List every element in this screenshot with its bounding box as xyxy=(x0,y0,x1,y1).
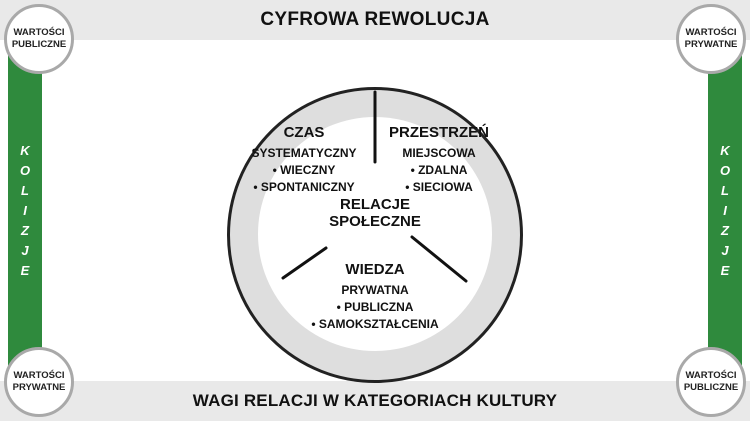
side-letter: Z xyxy=(721,222,729,238)
corner-top-right-line1: WARTOŚCI xyxy=(685,27,737,38)
side-letter: Z xyxy=(21,222,29,238)
corner-bottom-right-line2: PUBLICZNE xyxy=(683,382,739,393)
footer-title: WAGI RELACJI W KATEGORIACH KULTURY xyxy=(0,381,750,421)
corner-bottom-right-line1: WARTOŚCI xyxy=(685,370,737,381)
side-letter: K xyxy=(20,142,30,158)
corner-top-left-line1: WARTOŚCI xyxy=(13,27,65,38)
side-letter: K xyxy=(720,142,730,158)
corner-top-left-line2: PUBLICZNE xyxy=(11,39,67,50)
segment-przestrzen-item: • ZDALNA xyxy=(410,163,468,177)
segment-wiedza: WIEDZA PRYWATNA • PUBLICZNA • SAMOKSZTAŁ… xyxy=(300,261,450,333)
side-letter: O xyxy=(719,162,731,178)
segment-czas-item: • WIECZNY xyxy=(272,163,336,177)
segment-czas-item: • SPONTANICZNY xyxy=(253,180,355,194)
divider-right xyxy=(410,235,468,283)
segment-przestrzen-title: PRZESTRZEŃ xyxy=(388,124,489,141)
center-line1: RELACJE xyxy=(339,196,410,213)
side-letter: I xyxy=(23,202,27,218)
side-letter: J xyxy=(721,242,729,258)
side-letter: E xyxy=(20,262,30,278)
segment-przestrzen-item: MIEJSCOWA xyxy=(402,146,476,160)
segment-czas: CZAS SYSTEMATYCZNY • WIECZNY • SPONTANIC… xyxy=(240,124,368,196)
corner-bottom-left-line2: PRYWATNE xyxy=(12,382,66,393)
side-letter: L xyxy=(721,182,729,198)
side-letter: O xyxy=(19,162,31,178)
center-label: RELACJE SPOŁECZNE xyxy=(310,196,440,230)
segment-wiedza-item: • PUBLICZNA xyxy=(336,300,414,314)
header-title: CYFROWA REWOLUCJA xyxy=(0,0,750,40)
side-letter: L xyxy=(21,182,29,198)
segment-czas-item: SYSTEMATYCZNY xyxy=(251,146,357,160)
segment-wiedza-item: • SAMOKSZTAŁCENIA xyxy=(311,317,439,331)
side-letter: J xyxy=(21,242,29,258)
corner-bottom-left-line1: WARTOŚCI xyxy=(13,370,65,381)
center-line2: SPOŁECZNE xyxy=(329,213,421,230)
segment-czas-title: CZAS xyxy=(283,124,325,141)
segment-wiedza-item: PRYWATNA xyxy=(341,283,409,297)
side-letter: I xyxy=(723,202,727,218)
segment-przestrzen-item: • SIECIOWA xyxy=(405,180,473,194)
segment-wiedza-title: WIEDZA xyxy=(345,261,405,278)
side-letter: E xyxy=(720,262,730,278)
corner-top-right-line2: PRYWATNE xyxy=(684,39,738,50)
divider-left xyxy=(281,246,328,280)
segment-przestrzen: PRZESTRZEŃ MIEJSCOWA • ZDALNA • SIECIOWA xyxy=(380,124,498,196)
